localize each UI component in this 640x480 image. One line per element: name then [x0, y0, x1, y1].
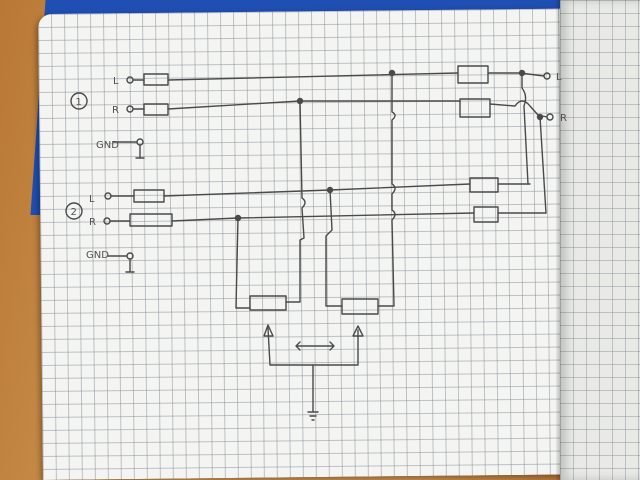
- input2-left-terminal: [104, 192, 112, 200]
- ground-symbol-1: [112, 141, 145, 159]
- wires: [109, 72, 548, 421]
- section-2-number: 2: [71, 207, 77, 218]
- ground-symbol-2: [107, 255, 135, 273]
- output-right-terminal: [546, 113, 554, 121]
- input2-right-label: R: [89, 217, 96, 228]
- input2-right-terminal: [103, 217, 111, 225]
- notebook-right-page: [560, 0, 640, 480]
- section-1-label: 1: [70, 92, 88, 110]
- input1-left-label: L: [113, 76, 119, 87]
- input1-ground-label: GND: [96, 140, 119, 151]
- input2-left-label: L: [89, 194, 95, 205]
- output-left-terminal: [543, 72, 551, 80]
- input1-ground-terminal: [136, 138, 144, 146]
- input2-ground-label: GND: [86, 250, 109, 261]
- section-1-number: 1: [76, 97, 82, 108]
- input1-right-label: R: [112, 105, 119, 116]
- input1-left-terminal: [126, 76, 134, 84]
- input1-right-terminal: [126, 105, 134, 113]
- junction-dots: [234, 69, 544, 222]
- output-right-label: R: [560, 113, 567, 124]
- section-2-label: 2: [65, 202, 83, 220]
- output-left-label: L: [556, 72, 562, 83]
- input2-ground-terminal: [126, 252, 134, 260]
